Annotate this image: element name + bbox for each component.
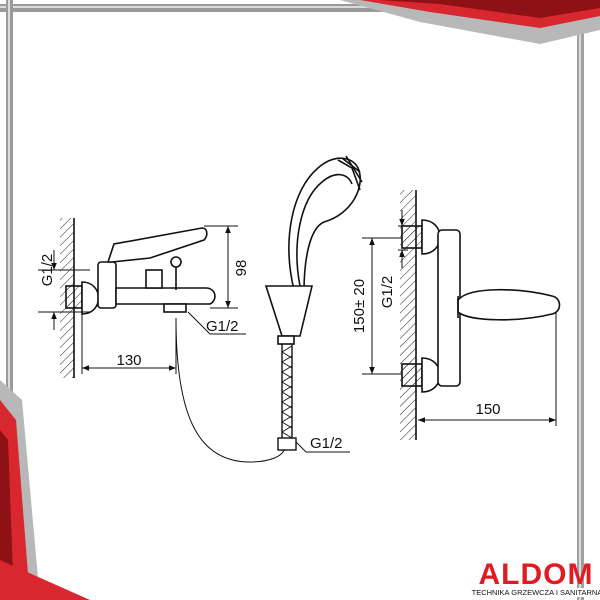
label-left-thread-vertical: G1/2 [39,254,56,287]
label-left-height: 98 [233,260,250,277]
brand-tagline: TECHNIKA GRZEWCZA I SANITARNA [472,588,600,597]
mixer-front-dimensions [362,210,557,426]
hose-dimension [295,441,350,453]
label-left-depth: 130 [116,352,141,369]
mixer-side-dimensions [38,225,246,374]
label-left-outlet-thread: G1/2 [206,318,239,335]
brand-tagline-backdrop [478,588,596,597]
label-hose-thread: G1/2 [310,435,343,452]
shower-hose [175,317,297,463]
hand-shower [264,155,363,345]
label-right-width: 150 [475,401,500,418]
mixer-side-view [60,218,216,378]
label-right-thread: G1/2 [379,276,396,309]
brand-logo: ALDOM [479,558,594,591]
label-right-spacing: 150± 20 [351,279,368,333]
